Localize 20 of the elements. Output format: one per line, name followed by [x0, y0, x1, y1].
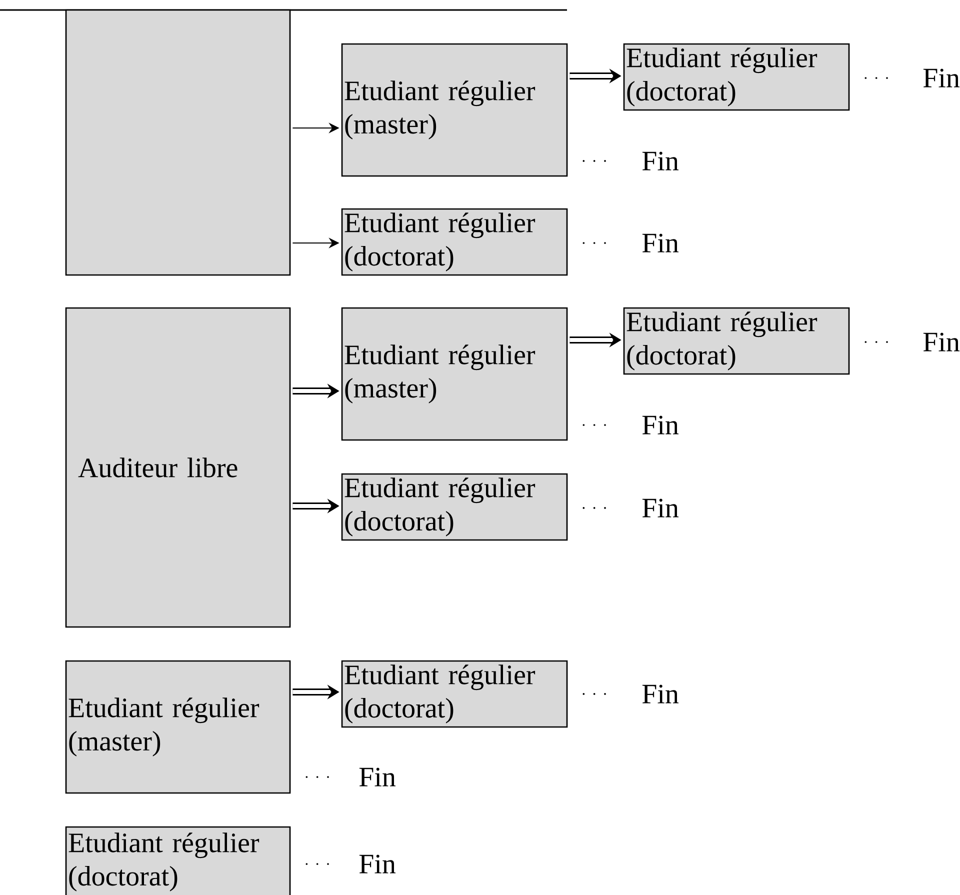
- status-box: Auditeur libre: [65, 307, 291, 628]
- end-label: Fin: [642, 684, 679, 704]
- status-box: Etudiant régulier (doctorat): [341, 208, 568, 276]
- status-box: Etudiant régulier (doctorat): [341, 473, 568, 541]
- end-label: Fin: [642, 498, 679, 518]
- end-label: Fin: [359, 854, 396, 874]
- end-label: Fin: [642, 234, 679, 252]
- end-label: Fin: [923, 68, 960, 88]
- status-box: Etudiant régulier (doctorat): [623, 43, 850, 111]
- end-label: Fin: [923, 332, 960, 352]
- status-box: Etudiant régulier (master): [65, 660, 291, 794]
- end-label: Fin: [642, 152, 679, 170]
- status-box: Etudiant régulier (doctorat): [623, 307, 850, 375]
- status-box: Etudiant régulier (doctorat): [341, 660, 568, 728]
- end-label: Fin: [642, 416, 679, 434]
- end-label: Fin: [359, 768, 396, 786]
- status-box: Etudiant régulier (master): [341, 307, 568, 441]
- status-box: Etudiant régulier (master): [341, 43, 568, 177]
- status-box: [65, 9, 291, 276]
- status-box: Etudiant régulier (doctorat): [65, 826, 291, 895]
